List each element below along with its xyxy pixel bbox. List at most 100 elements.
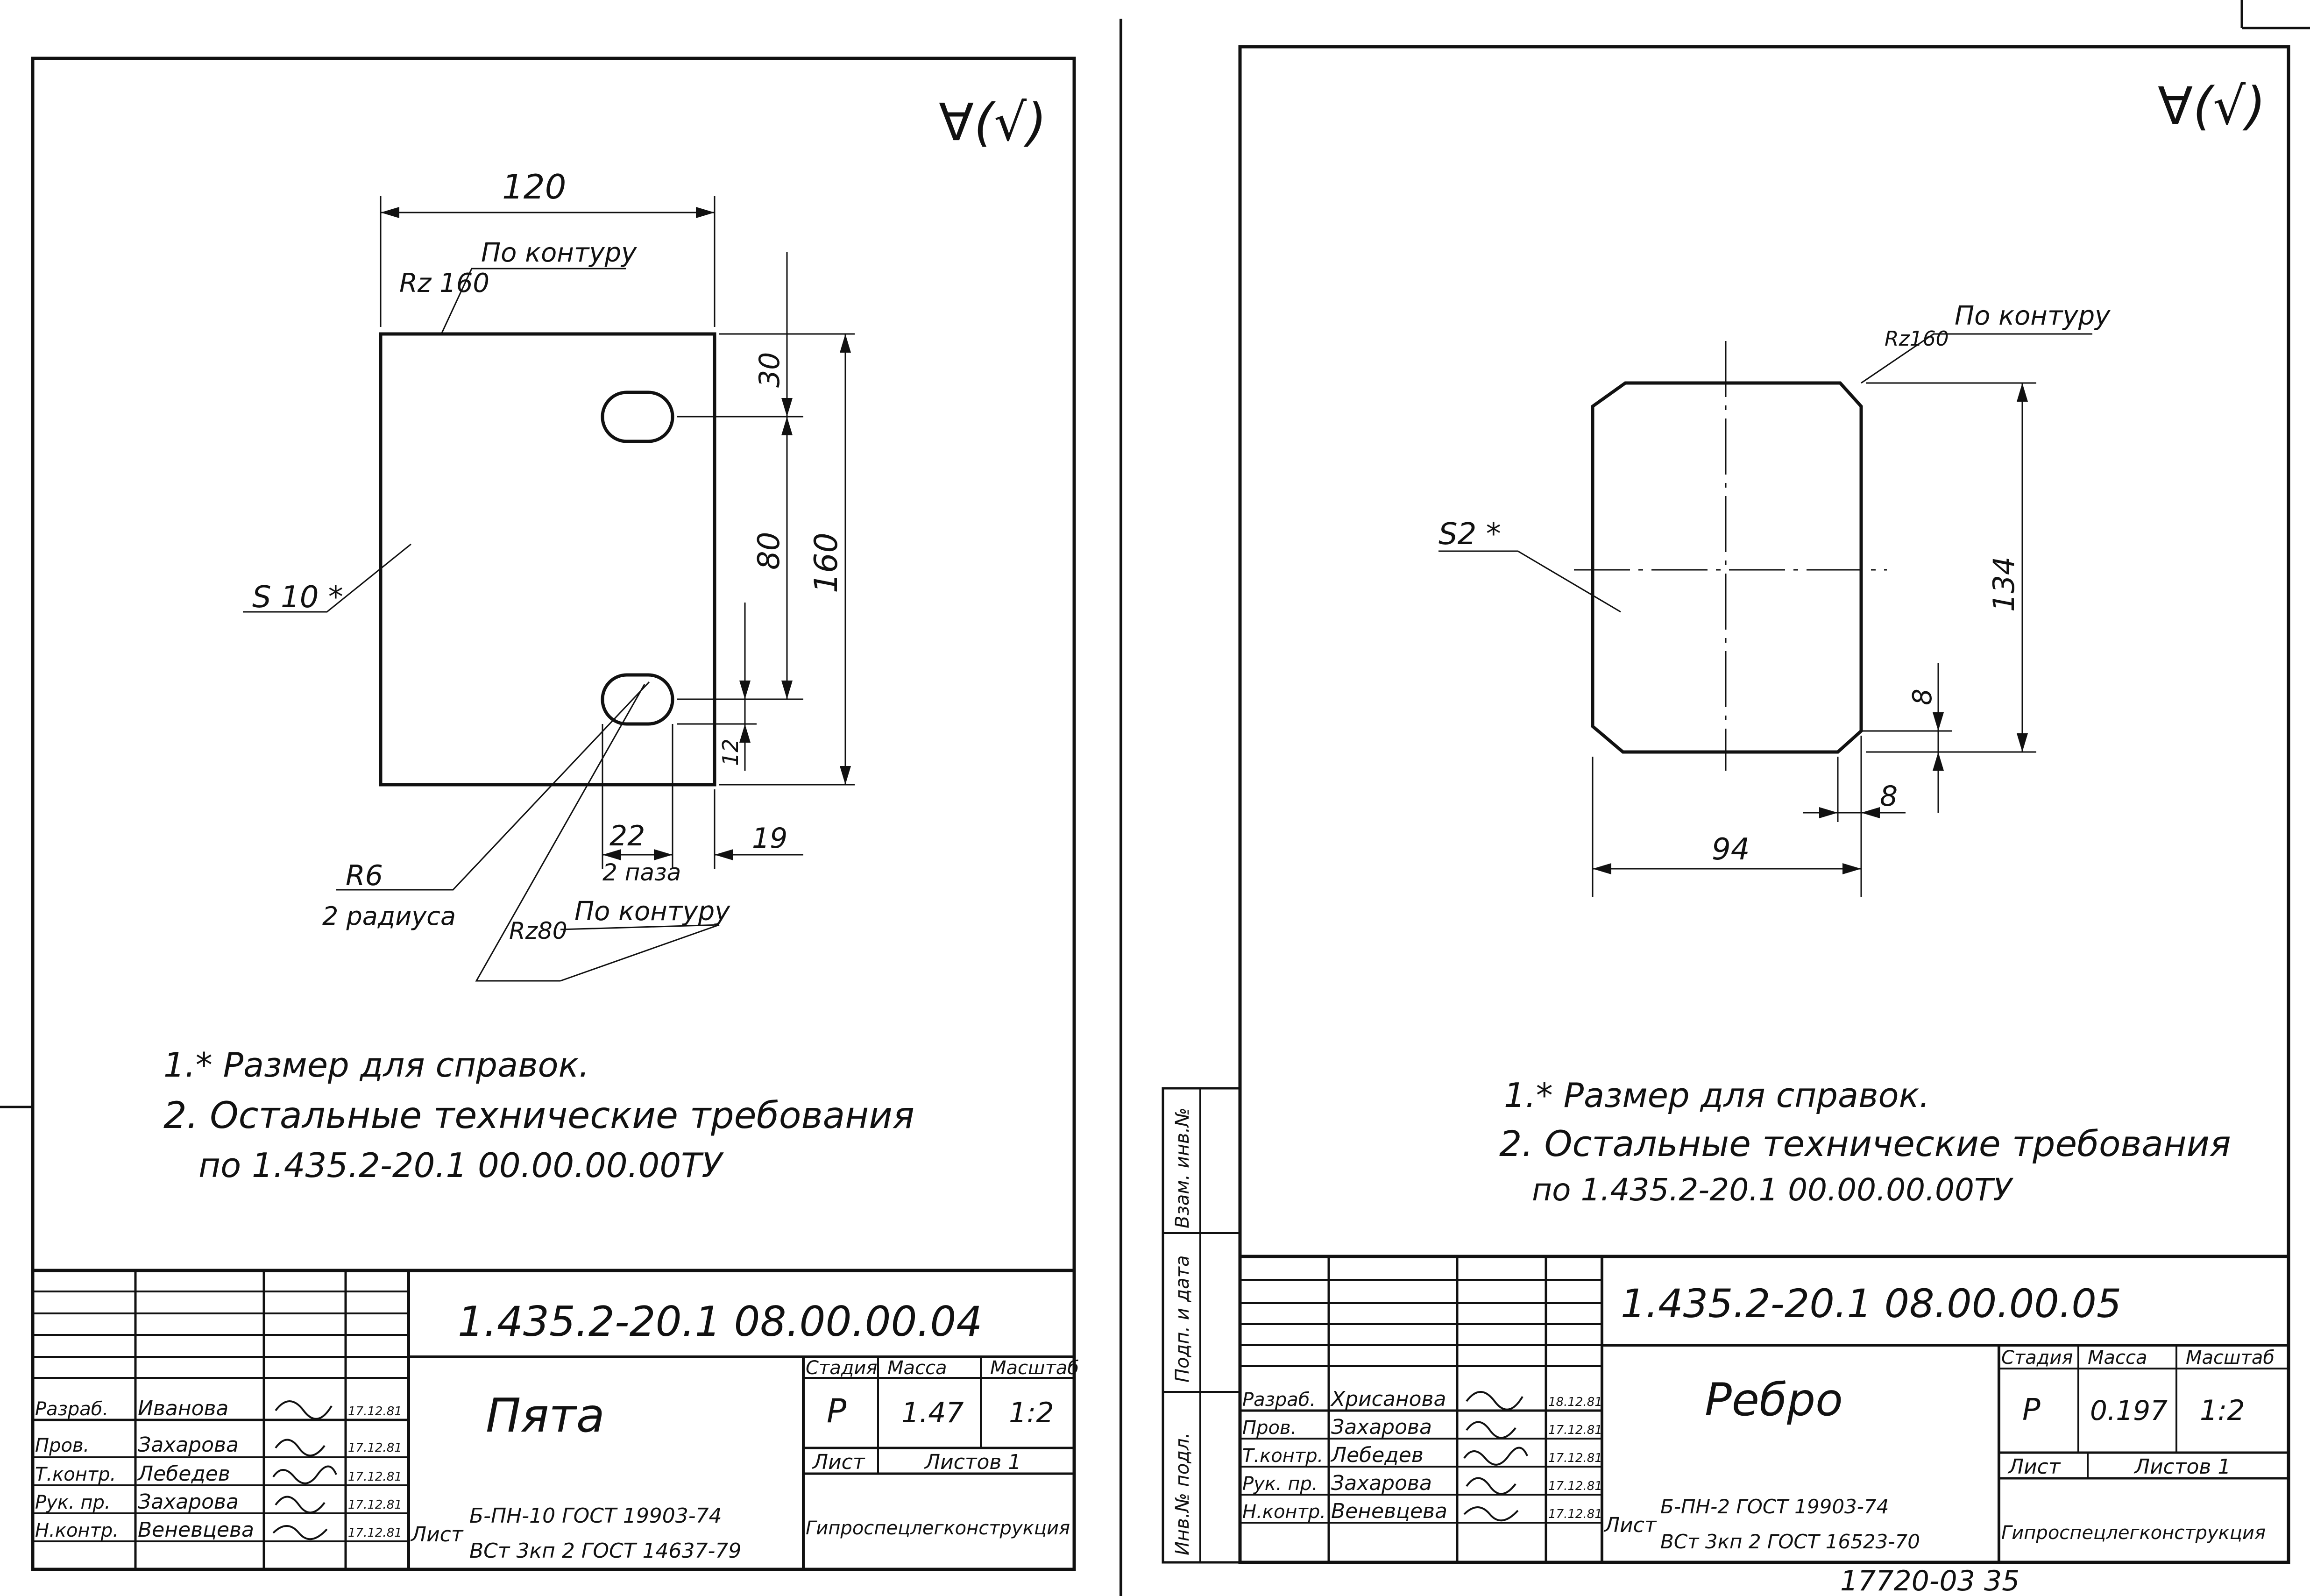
right-side-label-1: Инв.№ подл. [1172,1433,1193,1555]
left-scale: 1:2 [1009,1397,1054,1429]
right-role-1: Разраб. [1242,1389,1316,1411]
left-role-2: Пров. [35,1435,89,1456]
right-dim-8-bottom: 8 [1880,780,1898,813]
left-date-2: 17.12.81 [348,1441,402,1455]
left-mass-header: Масса [887,1357,947,1379]
left-dim-30: 30 [753,352,786,388]
left-drawing-number: 1.435.2-20.1 08.00.00.04 [458,1298,982,1346]
left-name-5: Веневцева [138,1518,254,1542]
right-roughness-symbol: ∀(√) [2158,76,2266,136]
left-dim-160: 160 [808,532,845,593]
right-note-2: 2. Остальные технические требования [1499,1123,2231,1164]
right-part-name: Ребро [1705,1374,1843,1426]
right-organization: Гипроспецлегконструкция [2001,1522,2266,1544]
right-dim-8-right: 8 [1907,688,1938,705]
right-drawing [1120,0,2310,1596]
left-rz-top: Rz 160 [399,268,489,298]
right-list-word: Лист [1603,1513,1657,1537]
left-mass: 1.47 [901,1397,964,1429]
left-slot-bottom [601,673,674,726]
right-mass: 0.197 [2090,1395,2168,1426]
right-frame [1238,45,2290,1564]
right-name-5: Веневцева [1331,1499,1447,1523]
left-part-name: Пята [486,1388,605,1443]
right-sheets-header: Листов 1 [2133,1455,2231,1479]
right-name-3: Лебедев [1330,1443,1424,1467]
right-drawing-number: 1.435.2-20.1 08.00.00.05 [1621,1281,2121,1326]
left-list-word: Лист [410,1523,464,1546]
right-name-4: Захарова [1331,1471,1432,1495]
left-material-2: ВСт 3кп 2 ГОСТ 14637-79 [469,1539,741,1563]
right-role-2: Пров. [1242,1417,1297,1439]
left-date-5: 17.12.81 [348,1526,402,1540]
right-role-4: Рук. пр. [1242,1473,1318,1495]
right-rz-note: По контуру [1955,301,2111,331]
right-thickness: S2 * [1438,517,1501,552]
left-note-2: 2. Остальные технические требования [163,1095,914,1137]
right-material-2: ВСт 3кп 2 ГОСТ 16523-70 [1660,1530,1920,1553]
left-stage-header: Стадия [806,1357,877,1379]
right-role-5: Н.контр. [1242,1501,1326,1523]
left-radius-note: 2 радиуса [322,901,456,931]
left-date-3: 17.12.81 [348,1470,402,1484]
left-material-1: Б-ПН-10 ГОСТ 19903-74 [469,1504,722,1528]
right-name-2: Захарова [1331,1415,1432,1439]
left-dim-22: 22 [609,820,645,852]
left-signatures [272,1400,337,1540]
left-rz-top-note: По контуру [481,238,637,268]
right-material-1: Б-ПН-2 ГОСТ 19903-74 [1660,1495,1889,1518]
left-part-outline [379,332,716,787]
left-slots-count: 2 паза [602,859,681,886]
footer-number: 17720-03 35 [1840,1565,2019,1596]
right-note-1: 1.* Размер для справок. [1504,1076,1930,1115]
left-note-1: 1.* Размер для справок. [163,1045,589,1085]
left-note-3: по 1.435.2-20.1 00.00.00.00ТУ [198,1146,724,1185]
right-side-label-2: Подп. и дата [1172,1256,1193,1383]
left-role-3: Т.контр. [35,1464,116,1485]
left-dim-width: 120 [502,167,566,206]
right-dim-94: 94 [1712,832,1750,867]
right-role-3: Т.контр. [1242,1445,1323,1467]
right-stage-header: Стадия [2001,1347,2073,1369]
left-dim-19: 19 [752,822,787,855]
left-dim-80: 80 [752,532,787,570]
right-sheet-header: Лист [2007,1455,2061,1479]
right-side-strip [1162,1087,1241,1564]
left-role-4: Рук. пр. [35,1492,111,1513]
right-date-3: 17.12.81 [1548,1451,1602,1465]
right-dim-134: 134 [1987,557,2021,612]
right-signatures [1463,1391,1528,1522]
left-slot-top [601,390,674,443]
left-roughness-symbol: ∀(√) [939,92,1047,152]
left-organization: Гипроспецлегконструкция [806,1518,1070,1539]
right-scale-header: Масштаб [2186,1347,2275,1369]
left-thickness: S 10 * [252,580,343,615]
left-drawing [0,57,1076,1571]
right-note-3: по 1.435.2-20.1 00.00.00.00ТУ [1532,1172,2013,1208]
right-name-1: Хрисанова [1330,1387,1446,1411]
right-side-label-3: Взам. инв.№ [1172,1107,1193,1228]
left-name-1: Иванова [138,1397,228,1420]
right-date-5: 17.12.81 [1548,1507,1602,1521]
left-name-4: Захарова [138,1490,239,1514]
left-sheet-header: Лист [812,1450,865,1474]
right-scale: 1:2 [2200,1394,2245,1427]
left-dim-12: 12 [718,738,743,766]
left-name-3: Лебедев [137,1462,230,1486]
left-name-2: Захарова [138,1433,239,1457]
right-stage: Р [2022,1393,2041,1427]
left-role-5: Н.контр. [35,1520,119,1541]
left-stage: Р [827,1392,847,1430]
left-role-1: Разраб. [35,1398,108,1420]
right-part-outline [1591,381,1863,754]
left-frame [31,57,1076,1571]
right-date-4: 17.12.81 [1548,1479,1602,1493]
left-rz-bottom-note: По контуру [574,896,730,927]
left-rz-bottom: Rz80 [509,917,567,944]
left-sheets-header: Листов 1 [924,1450,1021,1474]
right-date-2: 17.12.81 [1548,1423,1602,1437]
left-radius: R6 [346,859,383,892]
left-scale-header: Масштаб [990,1357,1079,1379]
right-date-1: 18.12.81 [1548,1395,1602,1409]
